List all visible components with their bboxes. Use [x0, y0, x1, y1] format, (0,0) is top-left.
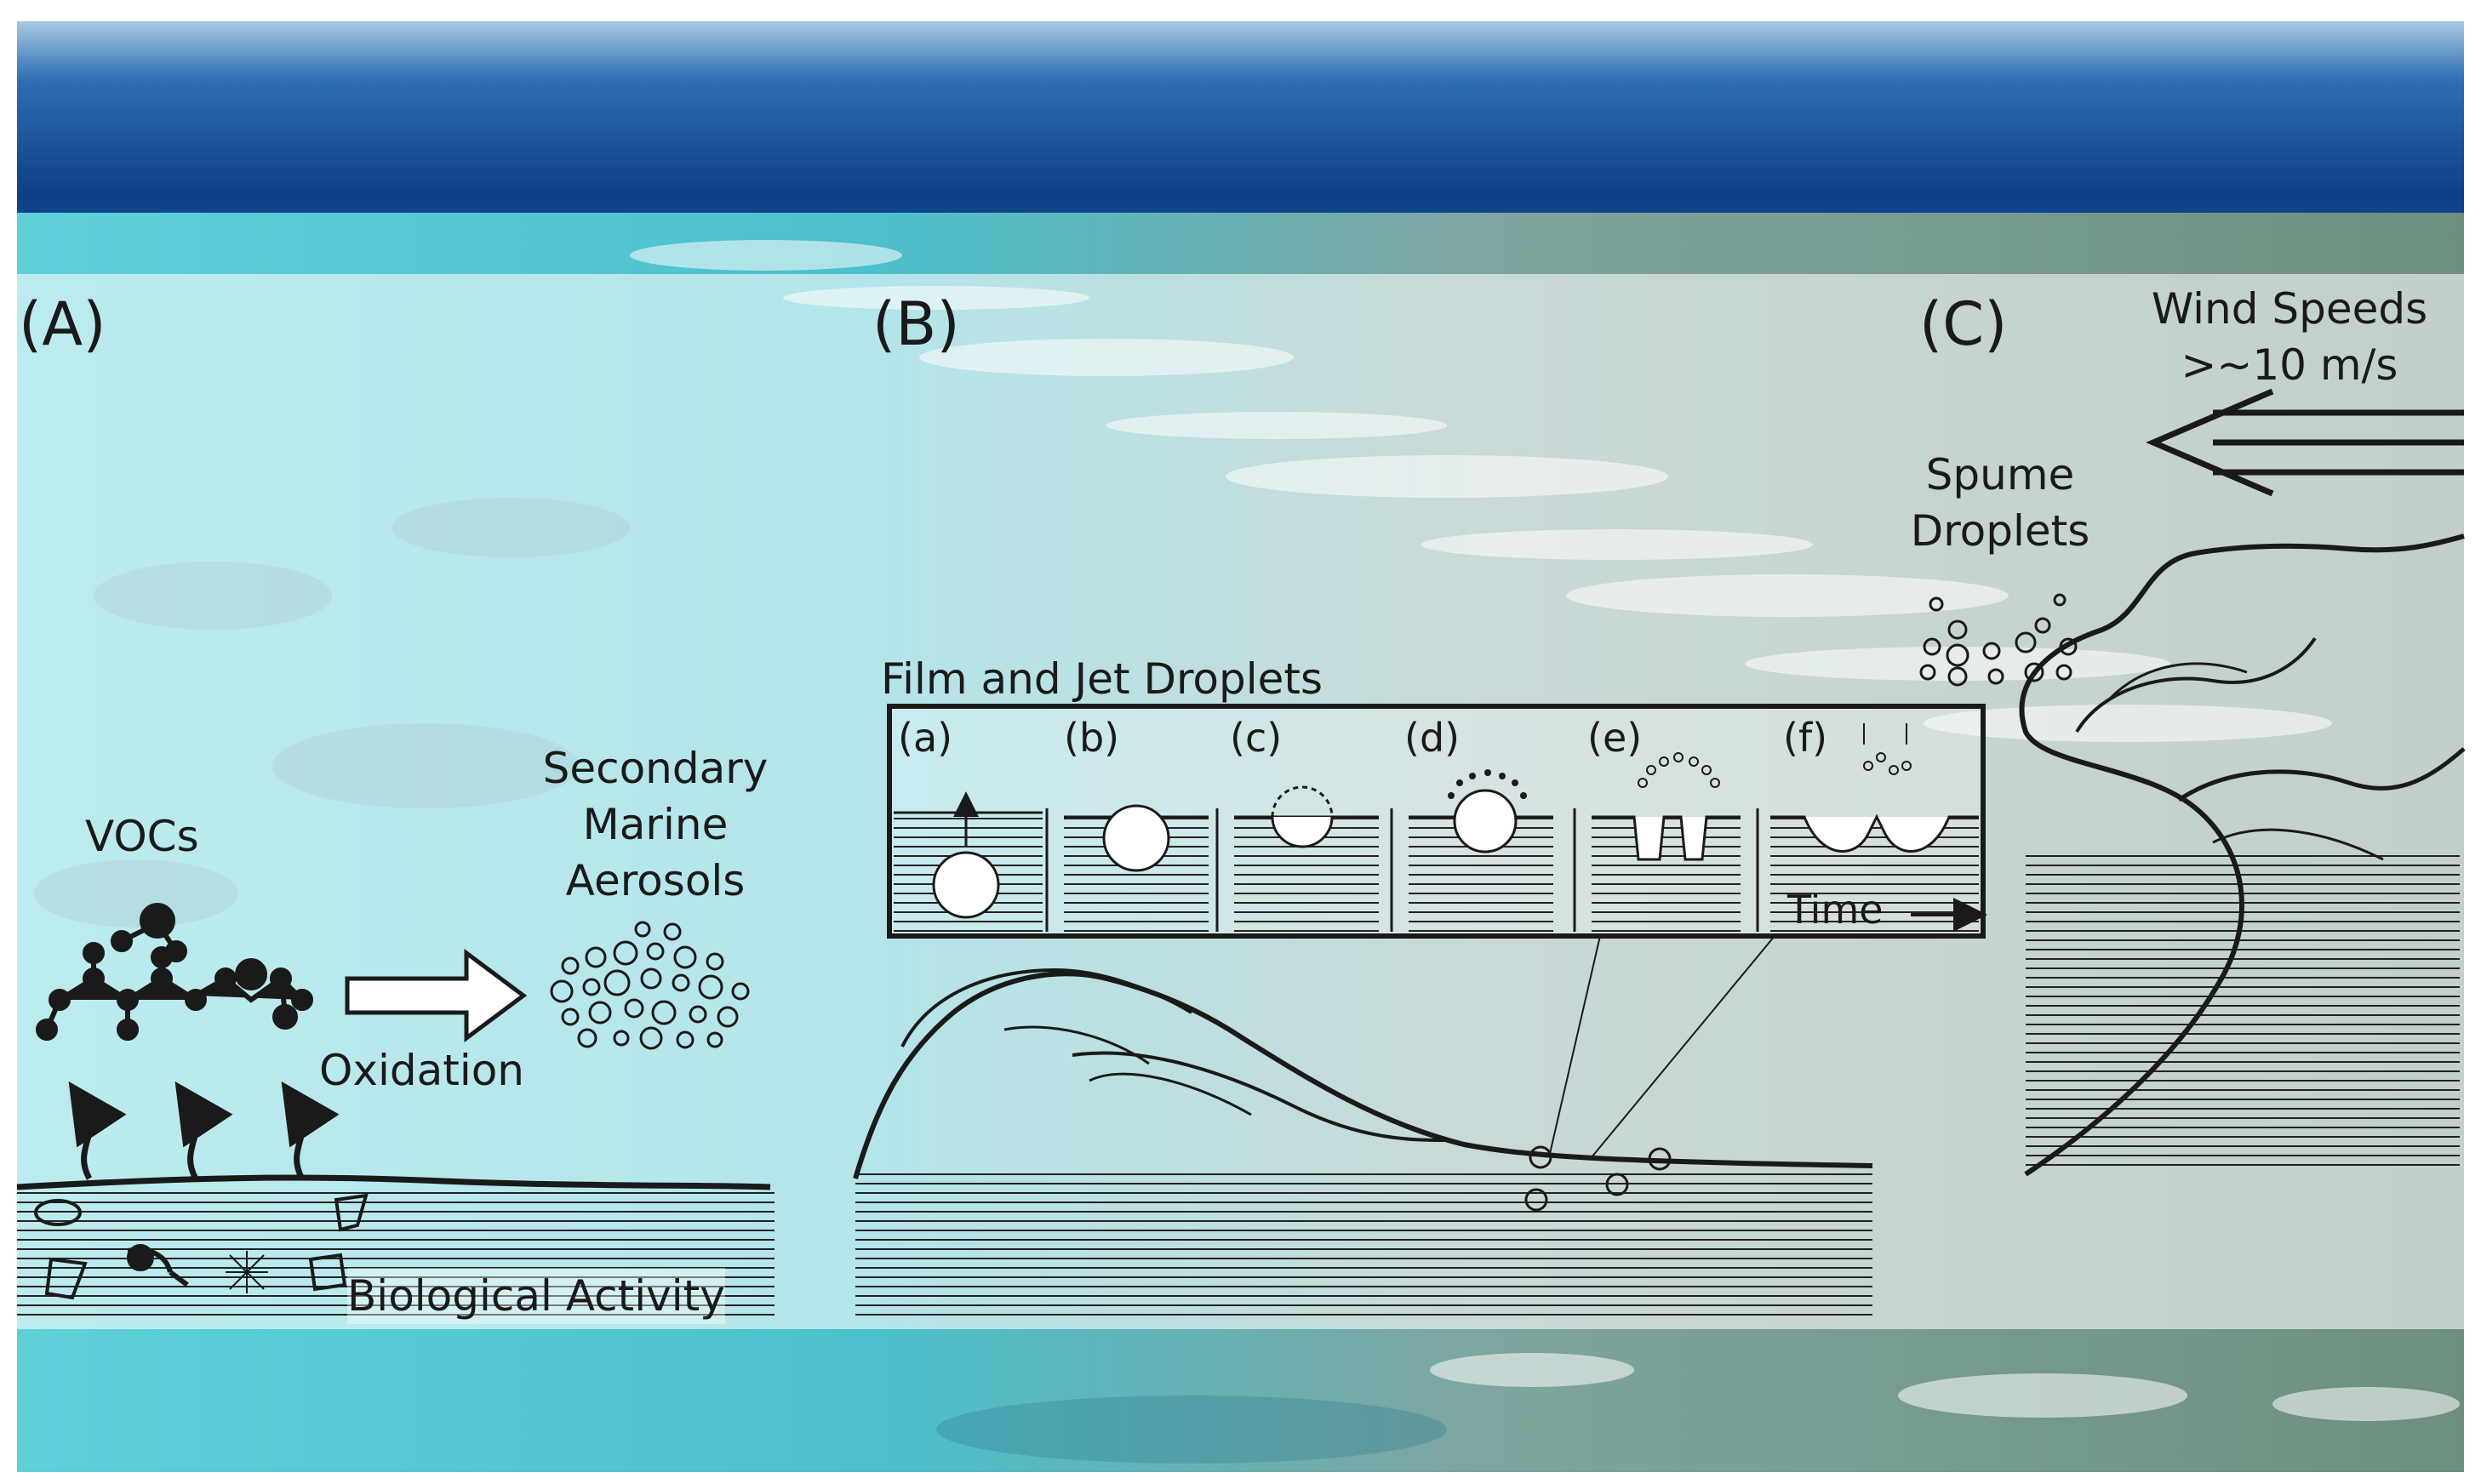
secondary-marine-aerosols-label: Secondary Marine Aerosols	[528, 740, 783, 909]
spume-droplets-label: Spume Droplets	[1889, 447, 2111, 559]
oxidation-label: Oxidation	[319, 1046, 524, 1095]
biological-activity-label: Biological Activity	[347, 1268, 725, 1324]
aerosol-cluster	[550, 921, 750, 1050]
wind-line-2: >~10 m/s	[2181, 340, 2398, 390]
time-label: Time	[1787, 887, 1884, 933]
oxidation-arrow	[345, 949, 528, 1042]
panel-c-label: (C)	[1919, 289, 2008, 359]
panel-b-label: (B)	[872, 289, 960, 359]
wind-arrow	[2146, 388, 2464, 497]
stage-label-f: (f)	[1783, 715, 1828, 761]
stage-label-e: (e)	[1587, 715, 1643, 761]
stage-label-a: (a)	[898, 715, 953, 761]
panel-b-drawing	[853, 704, 1987, 1321]
film-jet-droplets-title: Film and Jet Droplets	[881, 654, 1323, 704]
panel-a-label: (A)	[19, 289, 106, 359]
secondary-line-3: Aerosols	[565, 856, 746, 905]
panel-a-drawing	[16, 903, 775, 1321]
spume-droplets	[1919, 593, 2078, 687]
stage-label-d: (d)	[1404, 715, 1461, 761]
spume-line-2: Droplets	[1910, 506, 2090, 556]
stage-label-c: (c)	[1230, 715, 1283, 761]
voc-molecules	[36, 903, 313, 1041]
secondary-line-1: Secondary	[542, 744, 769, 793]
panel-c-drawing	[1919, 388, 2466, 1177]
wind-line-1: Wind Speeds	[2151, 284, 2428, 334]
spume-line-1: Spume	[1925, 450, 2075, 499]
vocs-label: VOCs	[85, 812, 199, 861]
wind-speeds-label: Wind Speeds >~10 m/s	[2119, 281, 2460, 393]
inset-stage-frames	[894, 723, 1979, 932]
stage-label-b: (b)	[1064, 715, 1120, 761]
plankton-icons	[34, 1193, 369, 1300]
secondary-line-2: Marine	[582, 800, 729, 849]
